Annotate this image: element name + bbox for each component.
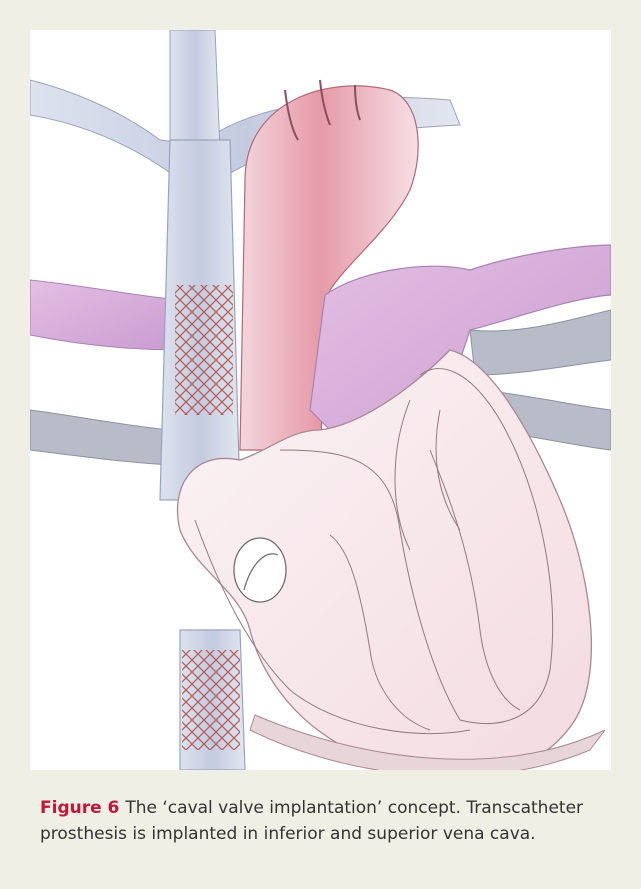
svc-stent bbox=[175, 285, 233, 415]
figure-illustration bbox=[30, 30, 611, 770]
ivc-stent bbox=[182, 650, 240, 750]
figure-label: Figure 6 bbox=[40, 798, 119, 818]
right-pulmonary-artery bbox=[30, 280, 180, 350]
tricuspid-valve bbox=[234, 538, 286, 602]
caption-text: The ‘caval valve implantation’ concept. … bbox=[40, 798, 583, 844]
heart-illustration bbox=[30, 30, 611, 770]
